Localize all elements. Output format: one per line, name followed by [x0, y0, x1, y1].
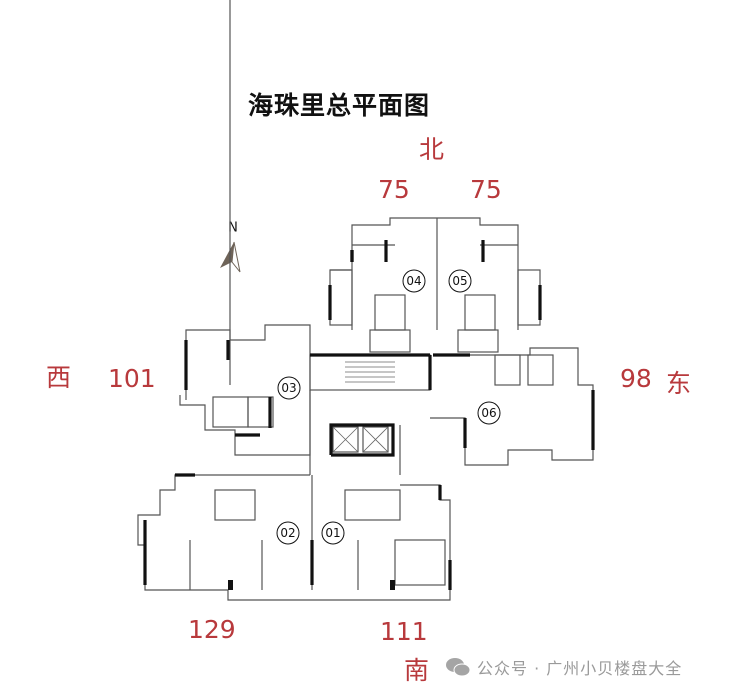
watermark: 公众号 · 广州小贝楼盘大全: [445, 655, 682, 679]
area-unit-06: 98: [620, 364, 652, 393]
direction-north: 北: [419, 135, 445, 164]
north-arrow-icon: [220, 242, 234, 268]
unit-04-label: 04: [406, 274, 421, 288]
direction-east: 东: [666, 369, 692, 398]
area-unit-03: 101: [108, 364, 156, 393]
area-unit-04: 75: [378, 175, 410, 204]
area-unit-02: 129: [188, 615, 236, 644]
watermark-text: 公众号 · 广州小贝楼盘大全: [477, 659, 683, 678]
wechat-icon: [446, 658, 471, 677]
block-04-05: [328, 217, 542, 353]
unit-03-label: 03: [281, 381, 296, 395]
block-01-02: [137, 473, 452, 601]
unit-05-label: 05: [452, 274, 467, 288]
page-title: 海珠里总平面图: [248, 91, 431, 120]
building-core: [309, 353, 432, 475]
direction-west: 西: [46, 363, 72, 392]
area-unit-01: 111: [380, 617, 428, 646]
direction-south: 南: [404, 656, 430, 685]
block-06: [430, 347, 595, 466]
unit-01-label: 01: [325, 526, 340, 540]
unit-06-label: 06: [481, 406, 496, 420]
unit-labels: 04 05 03 06 02 01: [276, 269, 501, 545]
area-unit-05: 75: [470, 175, 502, 204]
unit-02-label: 02: [280, 526, 295, 540]
compass-label: N: [228, 221, 238, 236]
